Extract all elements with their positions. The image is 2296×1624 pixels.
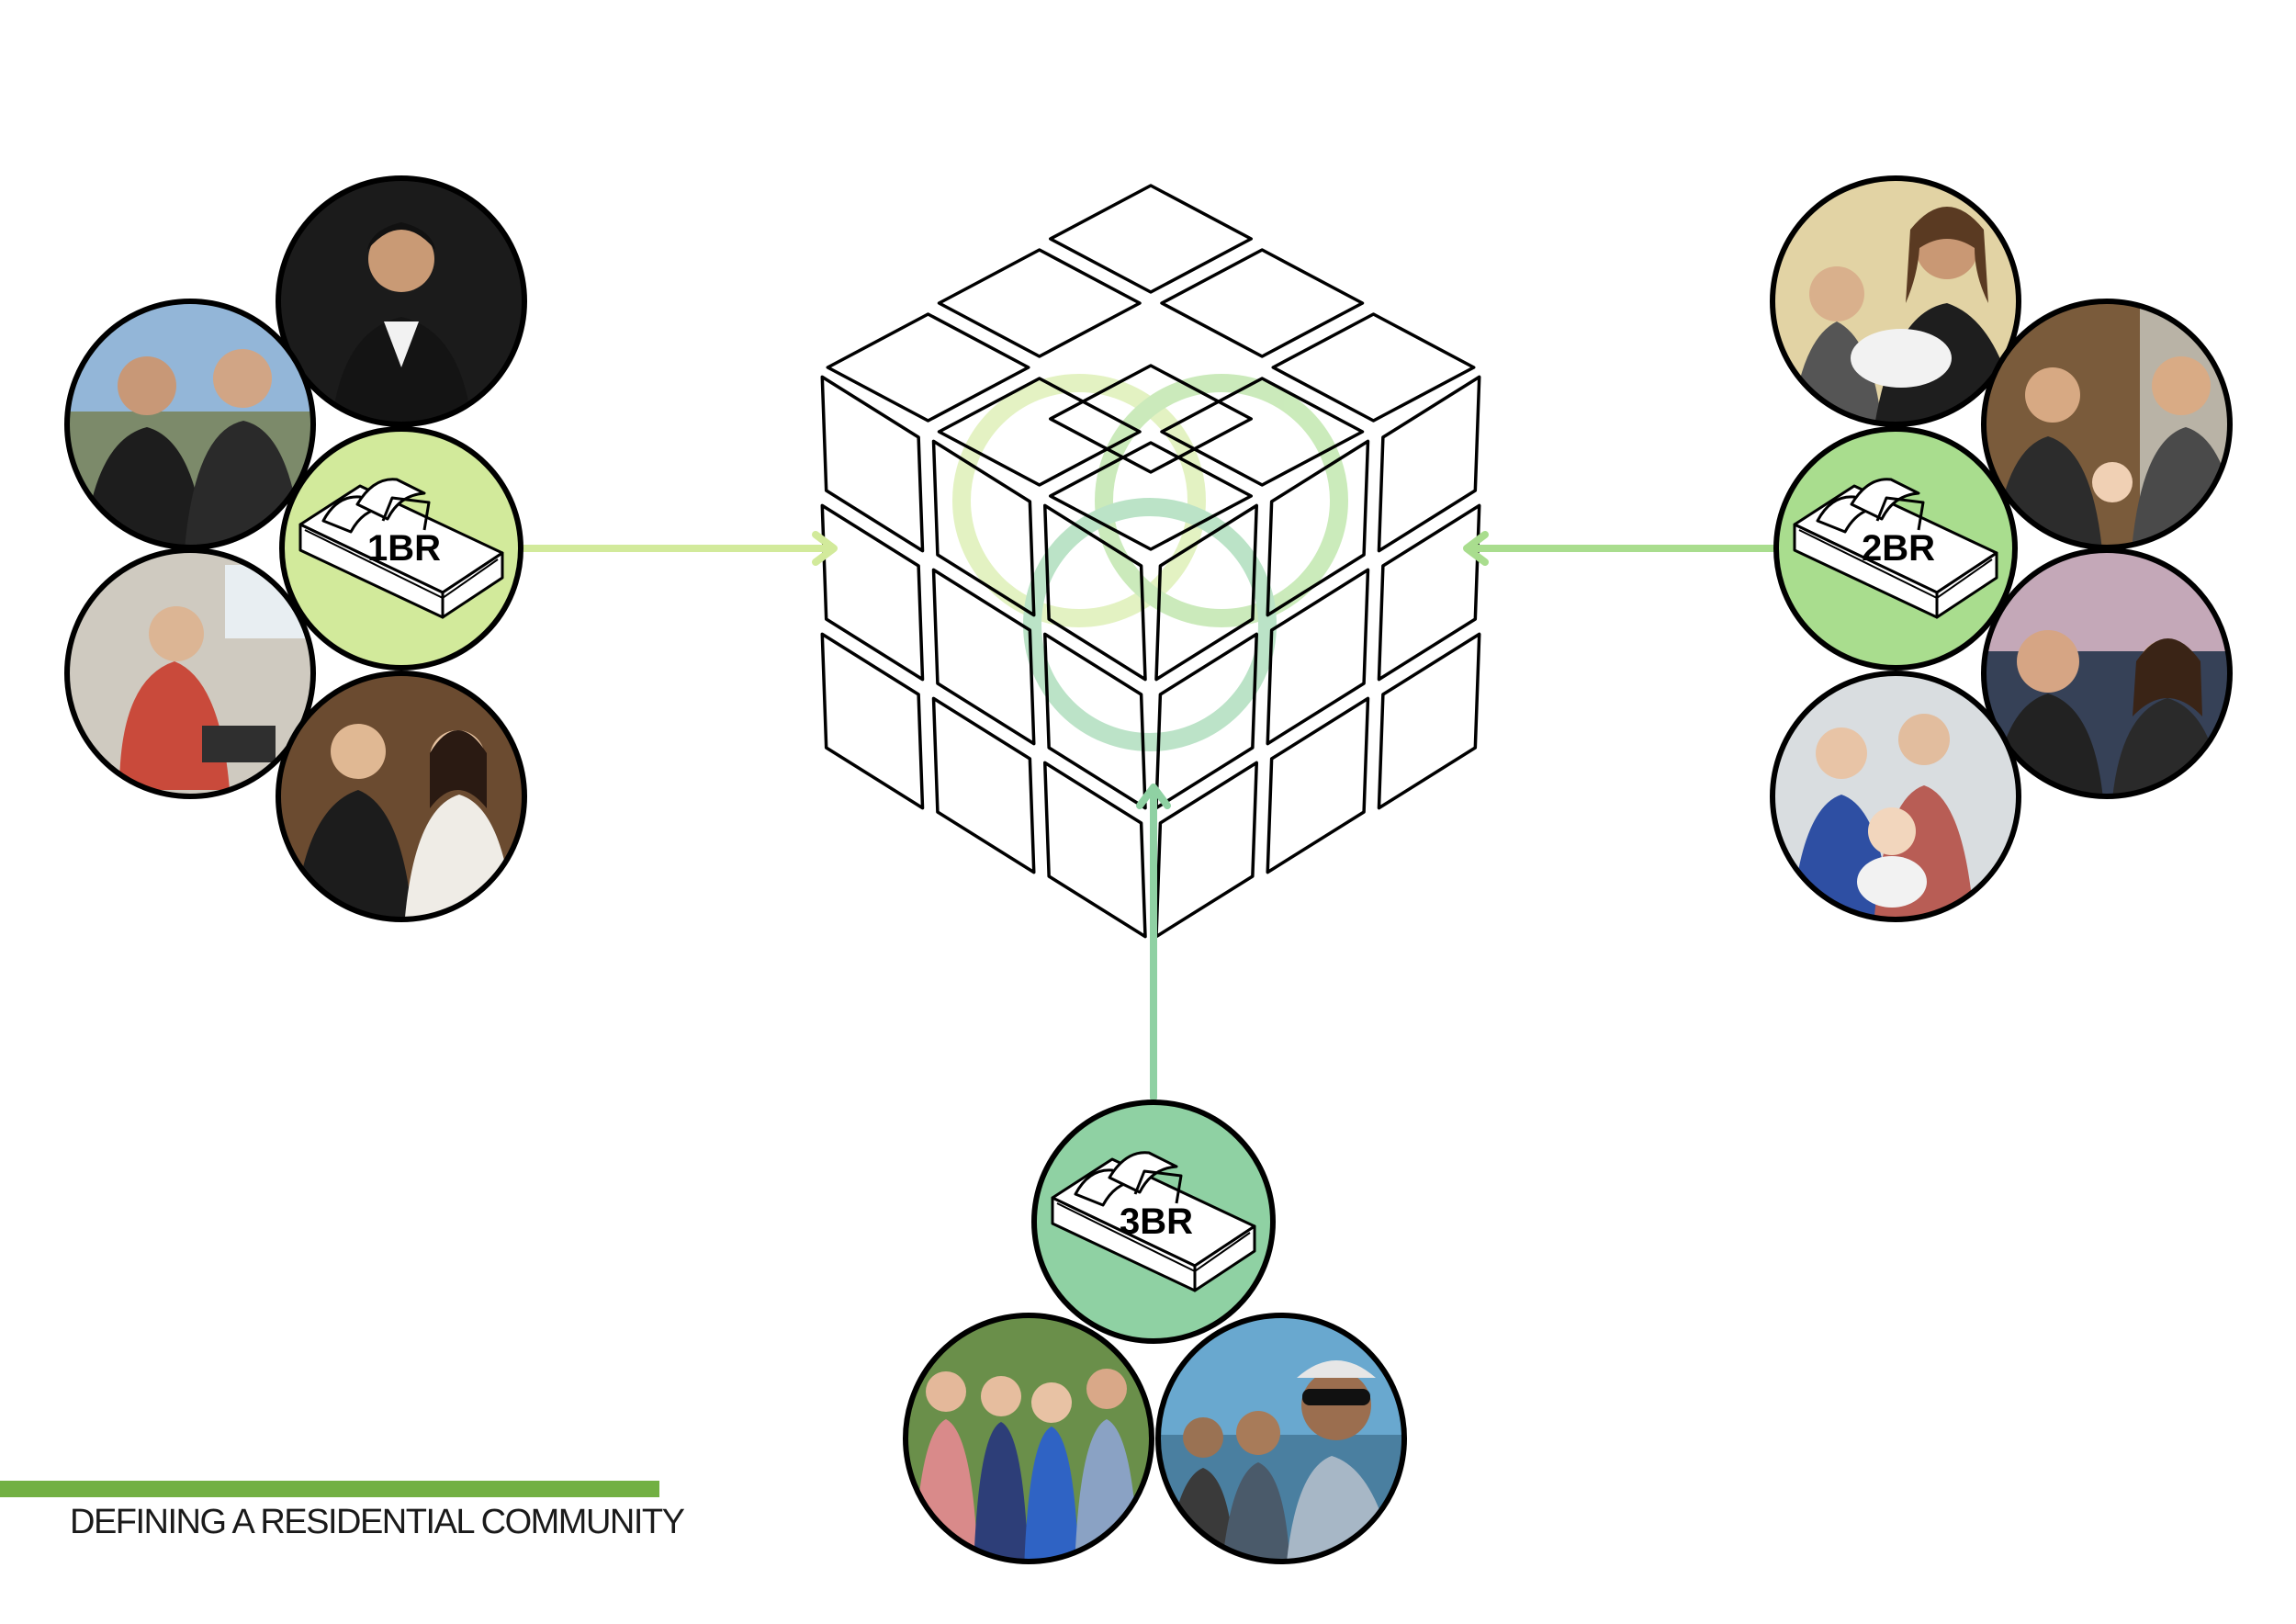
cube-top-cell xyxy=(937,377,1142,487)
page-title: DEFINING A RESIDENTIAL COMMUNITY xyxy=(70,1503,685,1541)
cube-right-cell xyxy=(1377,375,1481,553)
photo-woman-in-red-coat xyxy=(64,547,316,799)
cube-right-cell xyxy=(1377,503,1481,682)
community-rings xyxy=(952,374,1348,751)
cluster-1br: 1BR xyxy=(64,175,527,922)
cube-left-cell xyxy=(1043,761,1147,939)
unit-type-1br-badge: 1BR xyxy=(279,426,523,671)
cube-top-cell xyxy=(1271,312,1476,423)
cube-top-cell xyxy=(1160,377,1365,487)
cube-right-cell xyxy=(1377,632,1481,810)
cube-right-cell xyxy=(1266,568,1370,746)
photo-two-men-with-baby xyxy=(1981,299,2233,550)
cube-right-cell xyxy=(1154,761,1258,939)
cube-left-cell xyxy=(931,568,1036,746)
unit-2br-label: 2BR xyxy=(1862,528,1935,569)
cube-top-cell xyxy=(1049,441,1253,551)
cube-right-cell xyxy=(1266,696,1370,874)
cube-left-cell xyxy=(820,632,925,810)
photo-family-with-baby xyxy=(1770,671,2021,922)
ring-1br xyxy=(952,374,1206,627)
cube-left-cell xyxy=(820,503,925,682)
photo-couple-at-sunset xyxy=(1981,547,2233,799)
cube-top-cell xyxy=(937,248,1142,358)
cube-top-cell xyxy=(1049,184,1253,294)
ring-2br xyxy=(1095,374,1348,627)
cube-top-cell xyxy=(826,312,1030,423)
ring-3br xyxy=(1023,498,1277,751)
cube-left-cell xyxy=(931,696,1036,874)
photo-family-of-four xyxy=(903,1313,1154,1564)
cube-inner-cell xyxy=(1049,364,1253,474)
cluster-3br: 3BR xyxy=(903,1100,1407,1564)
cube-left-cell xyxy=(820,375,925,553)
cube-right-cell xyxy=(1154,632,1258,810)
footer-accent-rule xyxy=(0,1481,659,1497)
arrow-2br-to-cube xyxy=(1463,531,1781,566)
isometric-building-cube xyxy=(820,184,1481,939)
cube-left-cell xyxy=(931,439,1036,617)
arrow-3br-to-cube xyxy=(1136,784,1171,1101)
photo-family-selfie xyxy=(1155,1313,1407,1564)
arrow-1br-to-cube xyxy=(520,531,838,566)
cube-left-cell xyxy=(1043,503,1147,682)
photo-parents-with-newborn xyxy=(1770,175,2021,427)
cube-right-cell xyxy=(1154,503,1258,682)
unit-1br-label: 1BR xyxy=(367,528,441,569)
cube-right-cell xyxy=(1266,439,1370,617)
cube-top-cell xyxy=(1160,248,1365,358)
unit-3br-label: 3BR xyxy=(1120,1201,1193,1242)
arrows xyxy=(520,531,1781,1101)
cube-left-cell xyxy=(1043,632,1147,810)
photo-couple-formal xyxy=(276,671,527,922)
unit-type-3br-badge: 3BR xyxy=(1031,1100,1276,1344)
photo-two-men-outdoors xyxy=(64,299,316,550)
cluster-2br: 2BR xyxy=(1770,175,2233,922)
photo-man-in-tuxedo xyxy=(276,175,527,427)
unit-type-2br-badge: 2BR xyxy=(1773,426,2018,671)
